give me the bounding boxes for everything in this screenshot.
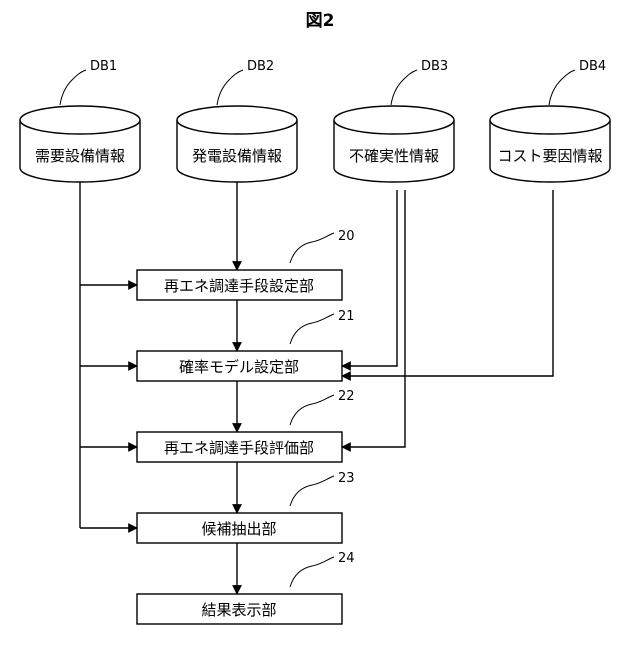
figure-title: 図2 bbox=[306, 11, 335, 31]
database-label: 不確実性情報 bbox=[349, 147, 439, 165]
database-label: 発電設備情報 bbox=[192, 147, 282, 165]
unit-label: 候補抽出部 bbox=[201, 520, 276, 538]
unit-ref-label: 22 bbox=[338, 389, 355, 404]
unit-label: 再エネ調達手段設定部 bbox=[164, 277, 314, 295]
database-db4: コスト要因情報 DB4 bbox=[490, 59, 610, 182]
database-label: コスト要因情報 bbox=[497, 147, 602, 165]
database-ref-label: DB4 bbox=[579, 59, 606, 74]
unit-ref-label: 20 bbox=[338, 229, 355, 244]
unit-22: 再エネ調達手段評価部 22 bbox=[137, 389, 355, 462]
database-ref-label: DB3 bbox=[421, 59, 448, 74]
unit-ref-label: 24 bbox=[338, 551, 355, 566]
unit-23: 候補抽出部 23 bbox=[137, 471, 355, 543]
database-label: 需要設備情報 bbox=[35, 147, 125, 165]
db3-to-unit21-arrow bbox=[342, 190, 397, 366]
unit-24: 結果表示部 24 bbox=[137, 551, 355, 624]
unit-ref-label: 23 bbox=[338, 471, 355, 486]
database-ref-label: DB2 bbox=[247, 59, 274, 74]
unit-ref-label: 21 bbox=[338, 309, 355, 324]
unit-label: 結果表示部 bbox=[201, 601, 276, 619]
unit-20: 再エネ調達手段設定部 20 bbox=[137, 229, 355, 300]
unit-21: 確率モデル設定部 21 bbox=[137, 309, 355, 381]
database-db2: 発電設備情報 DB2 bbox=[177, 59, 297, 182]
db4-to-unit21-arrow bbox=[342, 190, 553, 376]
unit-label: 確率モデル設定部 bbox=[179, 358, 299, 376]
database-db3: 不確実性情報 DB3 bbox=[334, 59, 454, 182]
unit-label: 再エネ調達手段評価部 bbox=[164, 439, 314, 457]
database-db1: 需要設備情報 DB1 bbox=[20, 59, 140, 182]
database-ref-label: DB1 bbox=[90, 59, 117, 74]
